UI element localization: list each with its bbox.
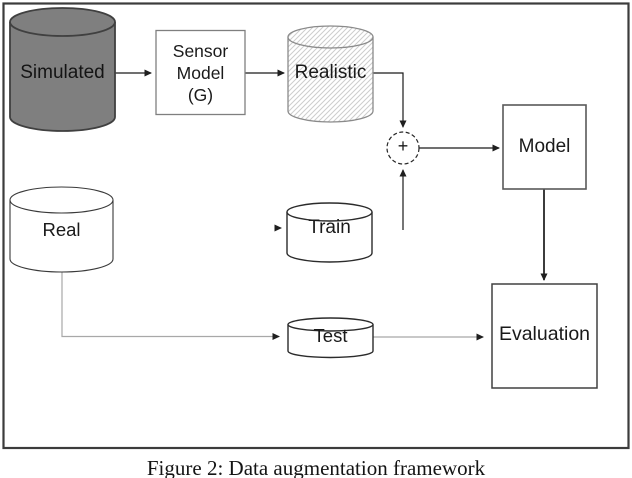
sum-junction-circle	[386, 131, 420, 165]
edge-realistic-to-sum	[373, 72, 407, 128]
train-label: Train	[308, 217, 351, 238]
sensor-model-label-line2: Model	[176, 63, 225, 83]
simulated-label: Simulated	[20, 62, 105, 83]
sensor-model-label: Sensor Model (G)	[156, 40, 245, 106]
evaluation-label: Evaluation	[498, 323, 591, 345]
edge-real-to-test	[61, 272, 280, 340]
sensor-model-label-line1: Sensor	[172, 41, 229, 61]
sum-plus-sign: +	[397, 136, 409, 156]
figure-caption: Figure 2: Data augmentation framework	[146, 456, 486, 478]
real-label: Real	[42, 219, 81, 240]
model-box	[502, 104, 587, 190]
realistic-label: Realistic	[294, 62, 367, 83]
test-cylinder	[287, 317, 374, 359]
simulated-cylinder	[9, 7, 116, 132]
train-cylinder	[286, 202, 373, 263]
test-label: Test	[313, 325, 348, 346]
sensor-model-box	[155, 29, 246, 116]
sensor-model-label-line3: (G)	[187, 85, 214, 105]
real-cylinder	[9, 186, 114, 273]
realistic-cylinder	[287, 25, 374, 123]
model-label: Model	[518, 136, 571, 157]
evaluation-box	[491, 283, 598, 389]
